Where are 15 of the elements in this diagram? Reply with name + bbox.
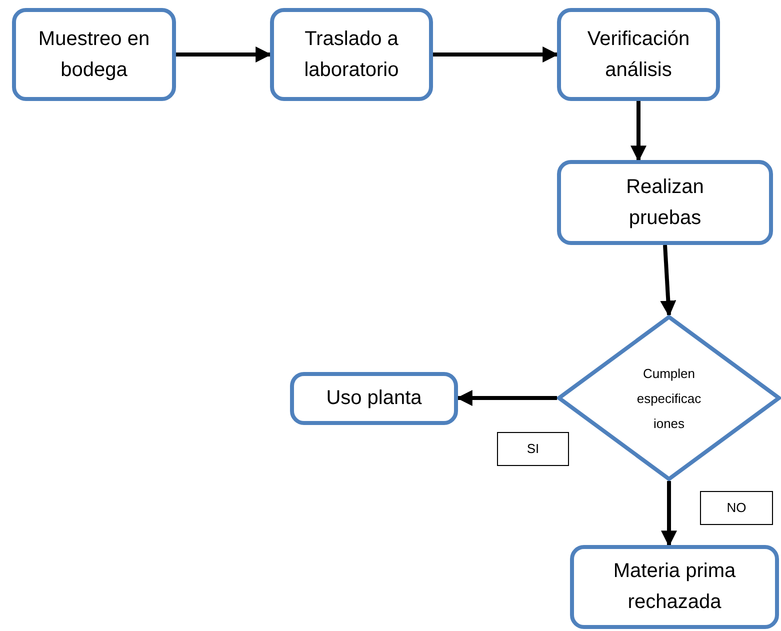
process-box: Materia prima rechazada <box>570 545 779 629</box>
process-box: Uso planta <box>290 372 458 425</box>
process-box: Realizan pruebas <box>557 160 773 245</box>
label-box: NO <box>700 491 773 525</box>
arrow <box>630 101 646 162</box>
arrow <box>660 244 676 317</box>
decision-text: Cumplen especificac iones <box>636 364 702 432</box>
arrow <box>661 481 677 547</box>
process-box: Traslado a laboratorio <box>270 8 433 101</box>
process-box: Muestreo en bodega <box>12 8 176 101</box>
label-box: SI <box>497 432 569 466</box>
arrow <box>456 390 557 406</box>
process-box: Verificación análisis <box>557 8 720 101</box>
arrow <box>433 46 559 62</box>
arrow <box>176 46 272 62</box>
